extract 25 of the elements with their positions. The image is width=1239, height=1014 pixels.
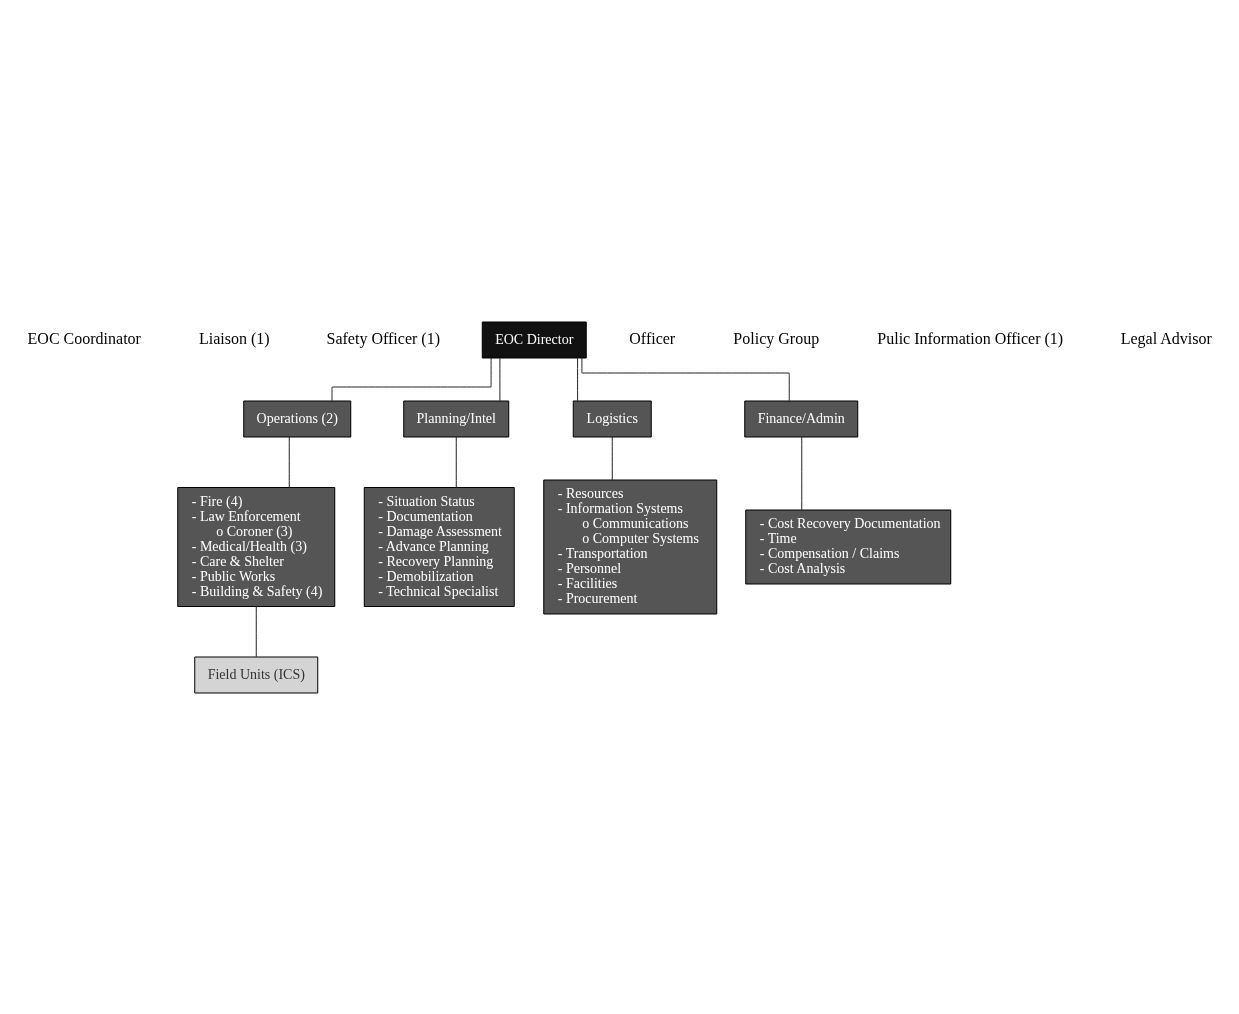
- node-box: - Situation Status - Documentation - Damage Assessment - Advance Planning - Recovery Planning - Demobilization - Technical Specialist: [363, 486, 515, 607]
- connector: [288, 436, 290, 488]
- connector: [455, 436, 457, 488]
- connector: [577, 357, 579, 401]
- node-box: - Resources - Information Systems o Communications o Computer Systems - Transportation - Personnel - Facilities - Procurement: [543, 479, 718, 614]
- connector: [581, 357, 790, 401]
- label: Legal Advisor: [1120, 329, 1212, 347]
- label: Liaison (1): [198, 329, 270, 347]
- node-box: - Cost Recovery Documentation - Time - Compensation / Claims - Cost Analysis: [745, 509, 952, 584]
- node-box: Logistics: [572, 400, 652, 437]
- label: Pulic Information Officer (1): [877, 329, 1064, 347]
- label: Safety Officer (1): [326, 329, 440, 347]
- node-box: Finance/Admin: [744, 400, 859, 437]
- label: Policy Group: [733, 329, 820, 347]
- node-box: - Fire (4) - Law Enforcement o Coroner (3) - Medical/Health (3) - Care & Shelter - Public Works - Building & Safety (4): [177, 486, 336, 607]
- connector: [499, 357, 501, 401]
- node-box: Planning/Intel: [403, 400, 510, 437]
- connector: [801, 436, 803, 510]
- connector: [611, 436, 613, 480]
- label: Officer: [629, 329, 676, 347]
- connector: [255, 605, 257, 657]
- label: EOC Coordinator: [27, 329, 141, 347]
- node-box: Field Units (ICS): [194, 656, 319, 693]
- node-box: EOC Director: [481, 321, 587, 358]
- node-box: Operations (2): [243, 400, 352, 437]
